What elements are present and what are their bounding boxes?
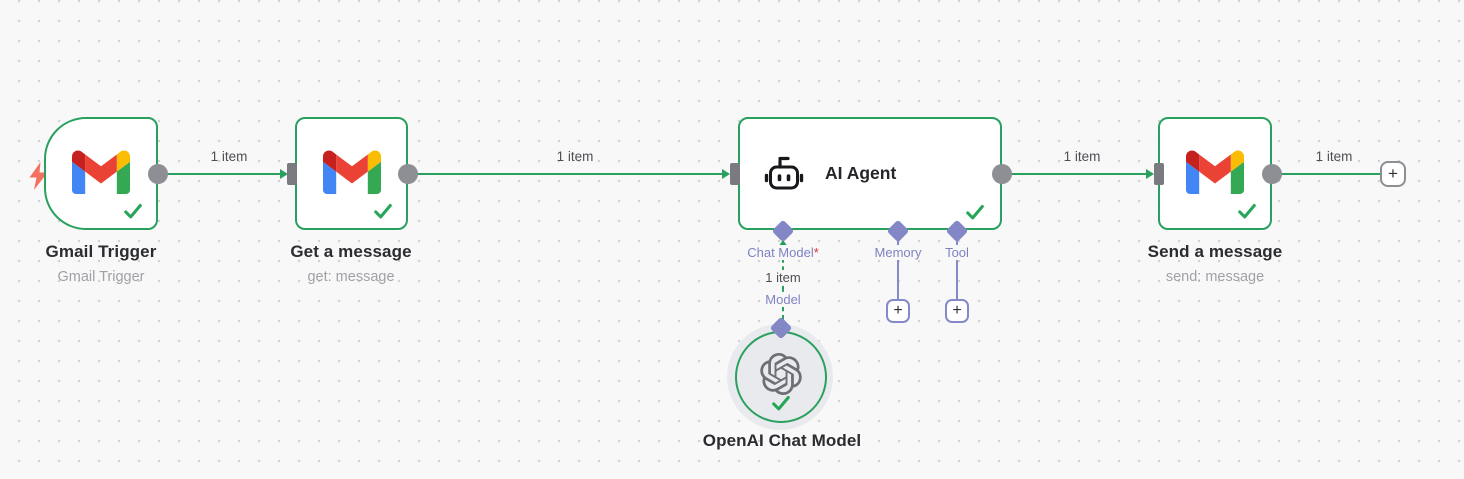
node-title: Get a message <box>290 242 412 261</box>
node-title: AI Agent <box>825 163 897 183</box>
model-connection-label: 1 item <box>762 270 804 285</box>
memory-port-line <box>897 240 899 300</box>
trigger-bolt-icon <box>29 162 48 190</box>
model-port-label: Model <box>762 292 804 307</box>
output-connector[interactable] <box>1262 164 1282 184</box>
success-check-icon <box>1238 204 1256 219</box>
model-connection-arrow <box>778 240 788 247</box>
gmail-icon <box>72 149 130 194</box>
required-asterisk: * <box>813 245 819 260</box>
connection-arrow <box>722 169 730 179</box>
input-connector[interactable] <box>1154 163 1164 185</box>
output-connector[interactable] <box>992 164 1012 184</box>
port-label-tool: Tool <box>942 245 972 260</box>
add-next-node-button[interactable]: + <box>1380 161 1406 187</box>
output-connector[interactable] <box>148 164 168 184</box>
add-memory-button[interactable]: + <box>886 299 910 323</box>
node-label-send-message: Send a message send: message <box>1148 242 1283 285</box>
node-label-openai-chat-model: OpenAI Chat Model <box>703 431 861 451</box>
success-check-icon <box>966 205 984 220</box>
connection-arrow <box>280 169 288 179</box>
node-gmail-trigger[interactable] <box>44 117 158 230</box>
output-connector[interactable] <box>398 164 418 184</box>
openai-icon <box>760 353 802 395</box>
success-check-icon <box>124 204 142 219</box>
connection-send-to-next[interactable] <box>1280 173 1381 175</box>
tool-port-line <box>956 240 958 300</box>
bot-icon <box>764 156 804 189</box>
node-subtitle: Gmail Trigger <box>57 269 145 285</box>
node-title: Send a message <box>1147 242 1283 261</box>
connection-get-to-agent[interactable] <box>416 173 723 175</box>
node-send-message[interactable] <box>1158 117 1272 230</box>
connection-label: 1 item <box>1315 149 1353 164</box>
connection-label: 1 item <box>210 149 248 164</box>
input-connector[interactable] <box>730 163 740 185</box>
node-ai-agent[interactable]: AI Agent <box>738 117 1002 230</box>
success-check-icon <box>374 204 392 219</box>
node-title: OpenAI Chat Model <box>702 431 862 450</box>
add-tool-button[interactable]: + <box>945 299 969 323</box>
gmail-icon <box>1186 149 1244 194</box>
node-get-message[interactable] <box>295 117 408 230</box>
connection-label: 1 item <box>1063 149 1101 164</box>
connection-label: 1 item <box>556 149 594 164</box>
node-title: Gmail Trigger <box>45 242 157 261</box>
node-subtitle: get: message <box>307 269 395 285</box>
connection-arrow <box>1146 169 1154 179</box>
gmail-icon <box>322 149 381 194</box>
node-label-gmail-trigger: Gmail Trigger Gmail Trigger <box>46 242 157 285</box>
connection-agent-to-send[interactable] <box>1010 173 1147 175</box>
connection-trigger-to-get[interactable] <box>166 173 282 175</box>
success-check-icon <box>772 396 790 411</box>
node-label-get-message: Get a message get: message <box>290 242 411 285</box>
input-connector[interactable] <box>287 163 297 185</box>
port-label-chat-model: Chat Model* <box>744 245 822 260</box>
port-label-memory: Memory <box>871 245 925 260</box>
node-subtitle: send: message <box>1165 269 1265 285</box>
